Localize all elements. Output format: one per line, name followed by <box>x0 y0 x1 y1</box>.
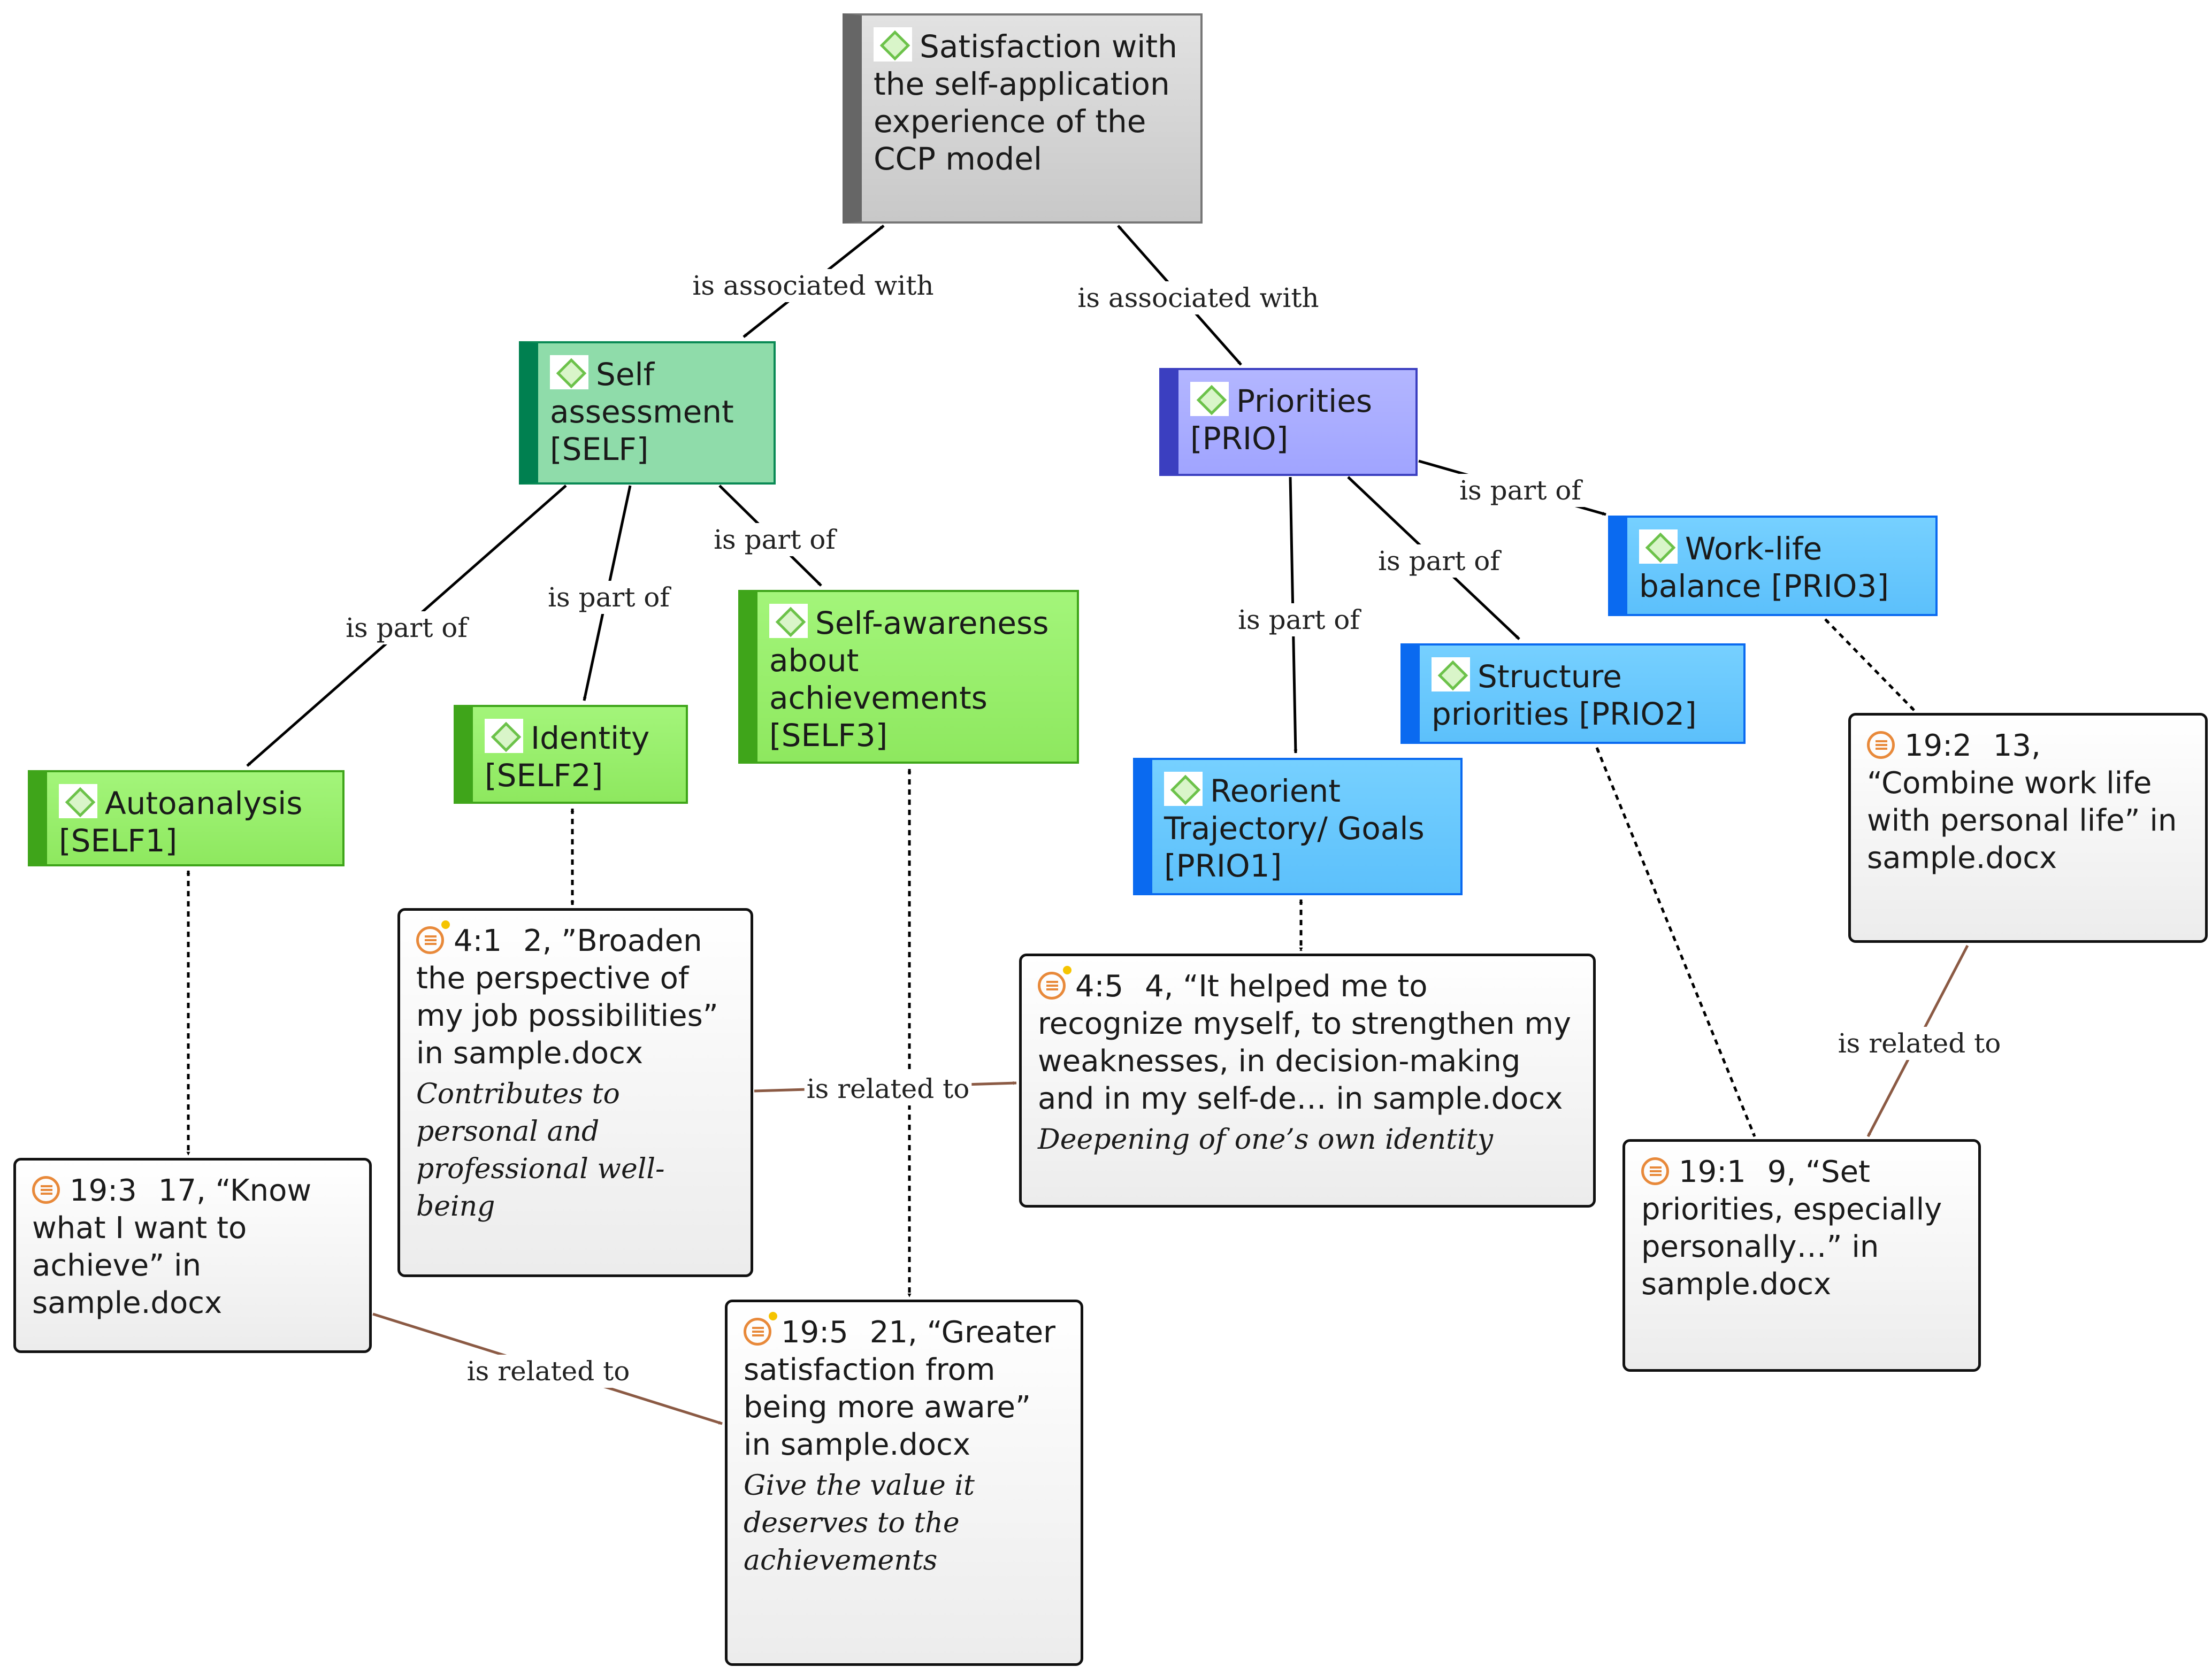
edge-label-background <box>1075 281 1321 314</box>
quote-line: 21, <box>869 1315 917 1350</box>
code-self-awareness[interactable]: Self-awareness about achievements [SELF3… <box>738 590 1079 764</box>
code-work-life-balance[interactable]: Work-life balance [PRIO3] <box>1608 516 1938 616</box>
code-reorient-trajectory[interactable]: Reorient Trajectory/ Goals [PRIO1] <box>1133 758 1463 895</box>
edge-label-background <box>343 611 472 644</box>
edge-label-background <box>804 1072 972 1105</box>
quotation-4-5[interactable]: 4:5 4, “It helped me to recognize myself,… <box>1019 954 1596 1208</box>
code-identity[interactable]: Identity [SELF2] <box>454 705 688 804</box>
quotation-4-1[interactable]: 4:1 2, ”Broaden the perspective of my job… <box>397 908 753 1277</box>
edge-label-background <box>464 1355 632 1388</box>
quote-id: 4:5 <box>1075 969 1124 1004</box>
node-title: Reorient Trajectory/ Goals [PRIO1] <box>1164 773 1425 884</box>
node-title: Identity [SELF2] <box>485 720 650 794</box>
code-diamond-icon <box>485 719 523 753</box>
quotation-icon <box>32 1176 60 1204</box>
edge-label-related-2: is related to <box>1838 1028 2001 1059</box>
quotation-19-2[interactable]: 19:2 13, “Combine work life with personal… <box>1848 713 2208 943</box>
quotation-icon <box>1038 966 1071 1000</box>
code-diamond-icon <box>59 784 97 818</box>
code-priorities[interactable]: Priorities [PRIO] <box>1159 368 1418 476</box>
memo-dot-icon <box>441 920 450 929</box>
code-diamond-icon <box>1190 382 1229 416</box>
code-diamond-icon <box>1164 772 1203 806</box>
quote-id: 19:3 <box>70 1173 137 1208</box>
edge-label-part-self1: is part of <box>346 612 469 643</box>
code-satisfaction[interactable]: Satisfaction with the self-application e… <box>843 13 1203 224</box>
quote-line: 13, <box>1993 728 2041 763</box>
quotation-icon <box>416 920 450 954</box>
edge-label-part-self2: is part of <box>548 582 671 613</box>
quote-text: “Set priorities, especially personally…”… <box>1641 1155 1942 1302</box>
quote-line: 2, <box>523 924 552 958</box>
quote-text: ”Broaden the perspective of my job possi… <box>416 924 718 1071</box>
quotation-icon <box>1641 1157 1669 1185</box>
quotation-19-1[interactable]: 19:1 9, “Set priorities, especially perso… <box>1622 1139 1981 1372</box>
memo-dot-icon <box>1063 966 1071 974</box>
edge-label-associated-right: is associated with <box>1077 282 1319 313</box>
edge-label-part-prio1: is part of <box>1238 604 1361 635</box>
edge-label-background <box>690 269 936 302</box>
quote-line: 9, <box>1767 1155 1796 1189</box>
node-title: Priorities [PRIO] <box>1190 383 1373 457</box>
node-title: Satisfaction with the self-application e… <box>874 28 1177 177</box>
node-title: Autoanalysis [SELF1] <box>59 785 303 859</box>
quote-text: “Know what I want to achieve” in sample.… <box>32 1173 312 1320</box>
edge-label-related-1: is related to <box>807 1073 970 1104</box>
code-diamond-icon <box>769 604 808 638</box>
node-title: Structure priorities [PRIO2] <box>1432 658 1697 732</box>
edge-label-related-3: is related to <box>467 1356 630 1387</box>
quote-comment: Deepening of one’s own identity <box>1038 1124 1493 1156</box>
quote-line: 4, <box>1145 969 1174 1004</box>
edge-label-part-prio2: is part of <box>1378 545 1502 577</box>
quote-line: 17, <box>158 1173 206 1208</box>
quote-id: 19:5 <box>781 1315 848 1350</box>
edge-label-part-self3: is part of <box>714 524 837 555</box>
quotation-icon <box>1867 731 1895 759</box>
quote-comment: Give the value it deserves to the achiev… <box>744 1470 975 1577</box>
node-title: Self-awareness about achievements [SELF3… <box>769 605 1049 754</box>
node-title: Work-life balance [PRIO3] <box>1639 531 1889 604</box>
edge-label-background <box>1835 1027 2003 1060</box>
code-self-assessment[interactable]: Self assessment [SELF] <box>519 341 776 485</box>
code-structure-priorities[interactable]: Structure priorities [PRIO2] <box>1400 643 1746 744</box>
quote-id: 4:1 <box>454 924 502 958</box>
edge-label-associated-left: is associated with <box>692 270 933 301</box>
edge-label-background <box>1457 474 1586 507</box>
code-autoanalysis[interactable]: Autoanalysis [SELF1] <box>28 770 345 866</box>
code-diamond-icon <box>1432 657 1470 691</box>
edge-label-part-prio3: is part of <box>1459 475 1583 506</box>
code-diamond-icon <box>1639 529 1678 564</box>
code-diamond-icon <box>874 27 912 62</box>
quote-text: “Combine work life with personal life” i… <box>1867 766 2177 875</box>
edge-label-background <box>711 523 840 556</box>
quote-comment: Contributes to personal and professional… <box>416 1078 665 1223</box>
quote-text: “Greater satisfaction from being more aw… <box>744 1315 1056 1462</box>
memo-dot-icon <box>769 1312 777 1320</box>
edge-label-background <box>1376 544 1504 578</box>
quotation-19-5[interactable]: 19:5 21, “Greater satisfaction from being… <box>725 1300 1083 1666</box>
quotation-icon <box>744 1312 777 1346</box>
quote-id: 19:1 <box>1679 1155 1746 1189</box>
edge-link-prio2 <box>1595 747 1756 1137</box>
quote-text: “It helped me to recognize myself, to st… <box>1038 969 1572 1116</box>
edge-link-prio3 <box>1824 618 1915 711</box>
quote-id: 19:2 <box>1904 728 1972 763</box>
quotation-19-3[interactable]: 19:3 17, “Know what I want to achieve” in… <box>13 1158 372 1353</box>
node-title: Self assessment [SELF] <box>550 356 734 467</box>
code-diamond-icon <box>550 355 588 389</box>
edge-label-background <box>1236 603 1364 636</box>
edge-label-background <box>546 581 674 614</box>
